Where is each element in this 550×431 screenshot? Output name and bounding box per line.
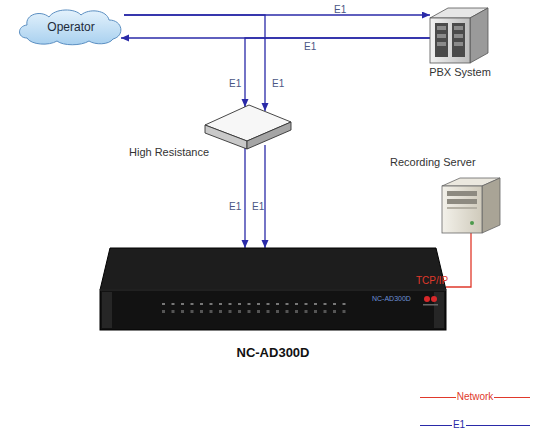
edge-label: E1 [229, 78, 241, 90]
e1-link [244, 148, 245, 248]
recording-server-icon [442, 178, 500, 233]
cloud-node: Operator [15, 8, 127, 46]
edge-label: E1 [252, 201, 264, 213]
legend-line-sample [466, 425, 530, 426]
legend-line-sample [494, 397, 530, 398]
edge-label: E1 [304, 41, 316, 53]
network-link [446, 233, 471, 287]
device-node: NC-AD300DNC-AD300D [100, 248, 446, 332]
legend-text: E1 [452, 419, 466, 431]
edge-label: TCP/IP [416, 275, 448, 287]
e1-link [124, 15, 265, 111]
splitter-node: High Resistance [205, 103, 291, 149]
legend-entry: E1 [420, 417, 530, 431]
e1-link [264, 145, 265, 248]
node-label: Recording Server [390, 156, 500, 169]
legend-line-sample [420, 425, 452, 426]
legend-text: Network [456, 391, 495, 403]
pbx-node: PBX System [430, 8, 488, 63]
cloud-label: Operator [15, 20, 127, 34]
node-label: High Resistance [129, 146, 229, 159]
device-label: NC-AD300D [198, 345, 348, 360]
pbx-server-icon [430, 8, 488, 63]
front-panel-text: NC-AD300D [372, 294, 424, 303]
legend-entry: Network [420, 389, 530, 405]
e1-link [245, 38, 430, 107]
edge-label: E1 [229, 201, 241, 213]
server-node: Recording Server [442, 178, 500, 233]
high-resistance-box [205, 103, 291, 149]
node-label: PBX System [418, 66, 502, 79]
nc-ad300d-device [100, 248, 446, 332]
legend-line-sample [420, 397, 456, 398]
edge-label: E1 [334, 4, 346, 16]
edge-label: E1 [272, 78, 284, 90]
